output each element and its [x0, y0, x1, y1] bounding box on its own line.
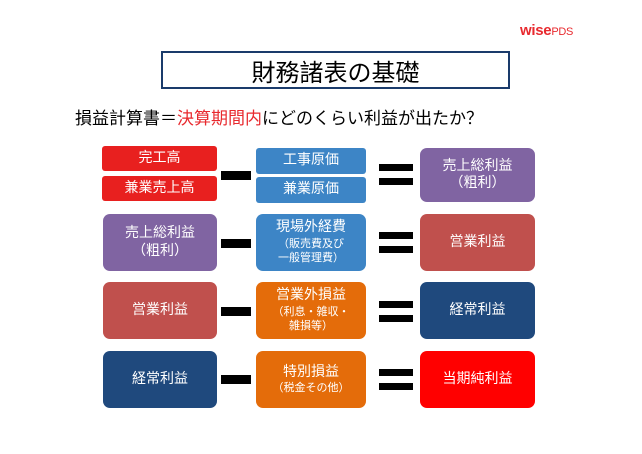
minus-sign: [221, 239, 251, 248]
box-label: 完工高: [138, 149, 181, 166]
box-label: 工事原価: [283, 152, 339, 169]
box-label-sub: 雑損等）: [289, 319, 333, 333]
box-net-profit: 当期純利益: [420, 351, 535, 408]
box-label: 現場外経費: [276, 219, 346, 236]
box-label: 当期純利益: [442, 370, 513, 387]
box-label-sub: （粗利）: [449, 175, 506, 191]
equals-sign: [379, 301, 413, 322]
box-overhead-expenses: 現場外経費（販売費及び一般管理費）: [256, 214, 366, 271]
box-label: 経常利益: [449, 301, 506, 318]
box-label: 特別損益: [283, 363, 339, 380]
box-label: 売上総利益: [442, 157, 513, 174]
logo-suffix: PDS: [551, 26, 574, 38]
minus-sign: [221, 307, 251, 316]
box-label: 経常利益: [132, 370, 188, 387]
box-label-sub: （税金その他）: [272, 381, 350, 395]
box-extraordinary: 特別損益（税金その他）: [256, 351, 366, 408]
subtitle-prefix: 損益計算書＝: [75, 109, 177, 129]
box-ordinary-profit: 経常利益: [103, 351, 217, 408]
box-label: 兼業原価: [283, 181, 339, 198]
box-gross-profit: 売上総利益（粗利）: [103, 214, 217, 271]
equals-sign: [379, 369, 413, 390]
box-label: 営業外損益: [276, 287, 346, 304]
subtitle-suffix: にどのくらい利益が出たか？: [262, 109, 483, 129]
box-label-sub: （販売費及び: [278, 236, 344, 250]
box-completed-sales: 完工高: [102, 146, 217, 171]
box-side-business-sales: 兼業売上高: [102, 176, 217, 201]
equals-sign: [379, 164, 413, 185]
box-label-sub: （粗利）: [132, 242, 188, 259]
minus-sign: [221, 375, 251, 384]
page-title: 財務諸表の基礎: [161, 51, 510, 89]
box-label-sub: （利息・雑収・: [272, 304, 350, 318]
page-subtitle: 損益計算書＝決算期間内にどのくらい利益が出たか？: [75, 104, 483, 129]
wisepds-logo: wisePDS: [520, 22, 573, 39]
box-side-business-cost: 兼業原価: [256, 177, 366, 203]
logo-main: wise: [520, 22, 552, 39]
box-construction-cost: 工事原価: [256, 148, 366, 174]
box-label: 兼業売上高: [124, 179, 195, 196]
minus-sign: [221, 171, 251, 180]
box-operating-profit: 営業利益: [420, 214, 535, 271]
box-label: 営業利益: [132, 301, 188, 318]
box-ordinary-profit: 経常利益: [420, 282, 535, 339]
box-gross-profit: 売上総利益（粗利）: [420, 148, 535, 202]
box-label: 売上総利益: [125, 225, 195, 241]
box-label: 営業利益: [449, 233, 506, 250]
box-label-sub: 一般管理費）: [278, 251, 344, 265]
box-non-operating: 営業外損益（利息・雑収・雑損等）: [256, 282, 366, 339]
equals-sign: [379, 232, 413, 253]
box-operating-profit: 営業利益: [103, 282, 217, 339]
subtitle-emphasis: 決算期間内: [177, 109, 262, 129]
